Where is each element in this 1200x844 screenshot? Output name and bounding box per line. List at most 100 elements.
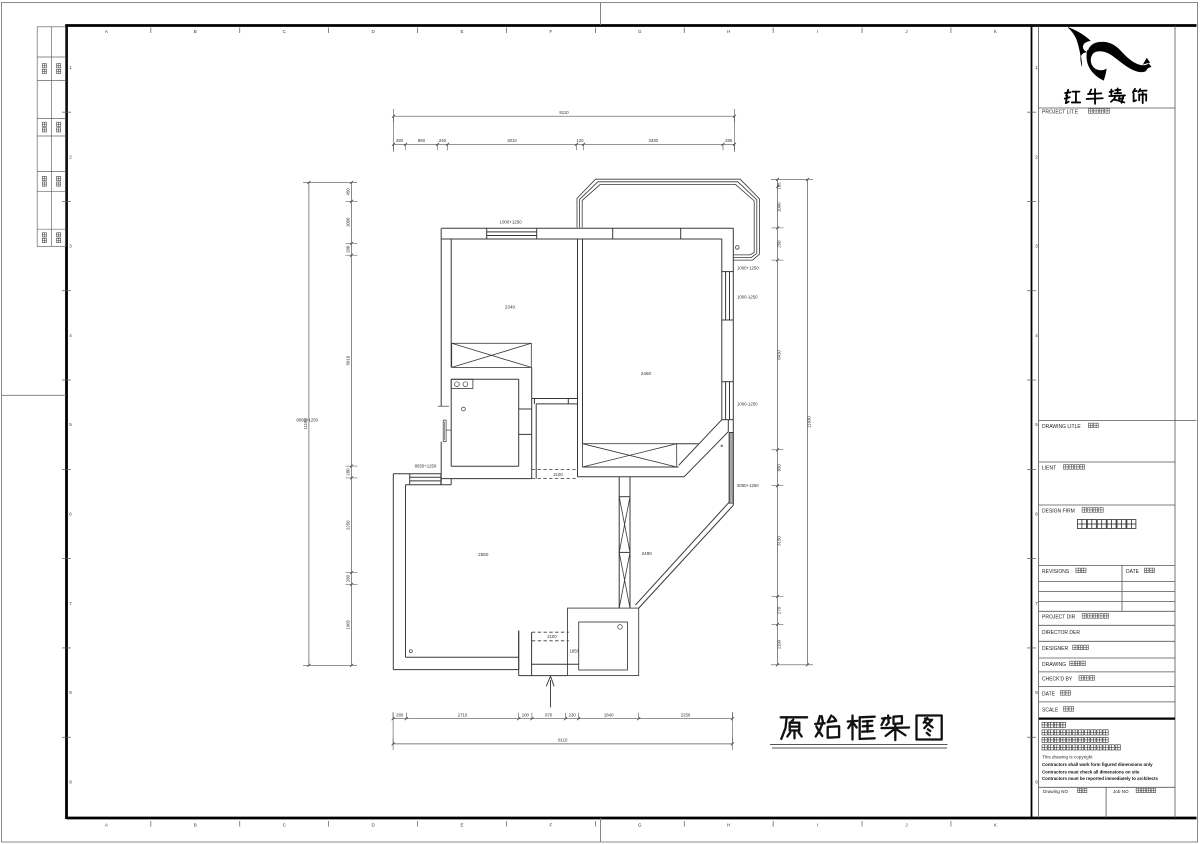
- svg-text:240: 240: [439, 138, 447, 143]
- svg-text:SCALE: SCALE: [1042, 708, 1059, 714]
- svg-text:100: 100: [522, 713, 530, 718]
- svg-text:DRAWING: DRAWING: [1042, 662, 1066, 668]
- svg-text:2490: 2490: [642, 551, 653, 556]
- svg-text:3050+1250: 3050+1250: [737, 483, 759, 488]
- svg-text:E: E: [460, 29, 463, 34]
- svg-text:11160: 11160: [303, 418, 308, 430]
- svg-text:F: F: [550, 823, 553, 828]
- svg-text:1000-1250: 1000-1250: [737, 402, 758, 407]
- svg-text:6: 6: [69, 512, 72, 517]
- svg-text:Contractors must check all dim: Contractors must check all dimensions on…: [1042, 770, 1140, 775]
- svg-text:8110: 8110: [559, 110, 569, 115]
- svg-text:2710: 2710: [458, 713, 468, 718]
- svg-text:2340: 2340: [505, 305, 516, 310]
- svg-text:REVISIONS: REVISIONS: [1042, 569, 1070, 575]
- svg-text:2250: 2250: [681, 713, 691, 718]
- svg-text:1000: 1000: [346, 217, 351, 227]
- svg-text:5010: 5010: [346, 355, 351, 365]
- svg-text:1850: 1850: [570, 648, 580, 653]
- svg-text:DRAWING LITLE: DRAWING LITLE: [1042, 424, 1081, 430]
- svg-text:11830: 11830: [806, 416, 811, 428]
- svg-text:7: 7: [69, 601, 72, 606]
- svg-text:6410: 6410: [776, 350, 781, 360]
- svg-text:Drawing NO: Drawing NO: [1043, 789, 1068, 794]
- svg-text:CHECK'D BY: CHECK'D BY: [1042, 677, 1073, 683]
- svg-text:3330: 3330: [648, 138, 658, 143]
- svg-text:DESIGN FIRM: DESIGN FIRM: [1042, 509, 1075, 515]
- svg-text:D: D: [371, 29, 375, 34]
- svg-text:PROJECT LIT.E: PROJECT LIT.E: [1042, 110, 1079, 116]
- svg-text:1000+1250: 1000+1250: [500, 219, 523, 224]
- svg-text:870: 870: [545, 713, 553, 718]
- svg-text:G: G: [638, 29, 642, 34]
- svg-text:2: 2: [69, 154, 72, 159]
- svg-text:F: F: [550, 29, 553, 34]
- svg-text:3: 3: [1035, 244, 1038, 249]
- svg-text:2100: 2100: [553, 472, 563, 477]
- svg-text:9: 9: [1035, 779, 1038, 784]
- svg-text:E: E: [460, 823, 463, 828]
- svg-text:3010: 3010: [507, 138, 517, 143]
- svg-text:450: 450: [346, 188, 351, 196]
- svg-text:1000: 1000: [776, 202, 781, 212]
- svg-text:3: 3: [69, 244, 72, 249]
- svg-text:DATE: DATE: [1126, 569, 1140, 575]
- svg-text:6: 6: [1035, 512, 1038, 517]
- svg-text:1000-1250: 1000-1250: [737, 295, 758, 300]
- svg-text:280: 280: [346, 574, 351, 582]
- svg-text:B: B: [194, 823, 197, 828]
- svg-text:B: B: [194, 29, 197, 34]
- svg-text:280: 280: [725, 138, 733, 143]
- svg-text:120: 120: [576, 138, 584, 143]
- svg-text:H: H: [727, 823, 730, 828]
- svg-text:280: 280: [396, 138, 404, 143]
- svg-text:K: K: [994, 29, 997, 34]
- svg-text:1: 1: [69, 65, 72, 70]
- svg-text:3150: 3150: [776, 536, 781, 546]
- svg-text:8: 8: [69, 690, 72, 695]
- svg-text:2460: 2460: [641, 371, 652, 376]
- svg-text:165: 165: [776, 182, 781, 190]
- svg-text:8050+1250: 8050+1250: [296, 418, 318, 423]
- svg-text:G: G: [638, 823, 642, 828]
- svg-text:5: 5: [1035, 422, 1038, 427]
- svg-text:7: 7: [1035, 601, 1038, 606]
- svg-text:1000+1250: 1000+1250: [737, 266, 759, 271]
- svg-text:250: 250: [776, 240, 781, 248]
- svg-text:280: 280: [396, 713, 404, 718]
- svg-text:1: 1: [1035, 65, 1038, 70]
- svg-text:1840: 1840: [604, 713, 614, 718]
- svg-text:270: 270: [776, 606, 781, 614]
- svg-text:4: 4: [69, 333, 72, 338]
- svg-text:Contractors must be reported i: Contractors must be reported immediately…: [1042, 776, 1158, 781]
- svg-text:850: 850: [776, 464, 781, 472]
- svg-text:DESIGNER: DESIGNER: [1042, 646, 1069, 652]
- svg-text:2250: 2250: [346, 520, 351, 530]
- svg-text:8: 8: [1035, 690, 1038, 695]
- svg-text:PROJECT DIR: PROJECT DIR: [1042, 615, 1076, 621]
- svg-text:1190: 1190: [776, 639, 781, 649]
- svg-text:I: I: [817, 823, 818, 828]
- svg-text:2550: 2550: [478, 552, 489, 557]
- svg-text:280: 280: [346, 468, 351, 476]
- svg-text:LIENT: LIENT: [1042, 466, 1056, 472]
- svg-text:A: A: [105, 823, 108, 828]
- svg-text:H: H: [727, 29, 730, 34]
- svg-text:A: A: [105, 29, 108, 34]
- svg-text:DIRECTOR DER: DIRECTOR DER: [1042, 630, 1080, 636]
- svg-text:5: 5: [69, 422, 72, 427]
- svg-text:2100: 2100: [547, 634, 557, 639]
- svg-text:Job NO: Job NO: [1113, 789, 1129, 794]
- svg-text:280: 280: [346, 245, 351, 253]
- svg-text:DATE: DATE: [1042, 692, 1056, 698]
- svg-text:J: J: [905, 823, 907, 828]
- svg-text:4: 4: [1035, 333, 1038, 338]
- svg-text:Contractors shall work form fi: Contractors shall work form figured dime…: [1042, 762, 1153, 767]
- svg-text:8110: 8110: [558, 738, 568, 743]
- svg-text:1905: 1905: [346, 620, 351, 630]
- svg-text:8050+1250: 8050+1250: [415, 464, 437, 469]
- svg-text:This drawing is copyright: This drawing is copyright: [1042, 755, 1093, 760]
- svg-text:I: I: [817, 29, 818, 34]
- svg-text:850: 850: [418, 138, 426, 143]
- svg-text:K: K: [994, 823, 997, 828]
